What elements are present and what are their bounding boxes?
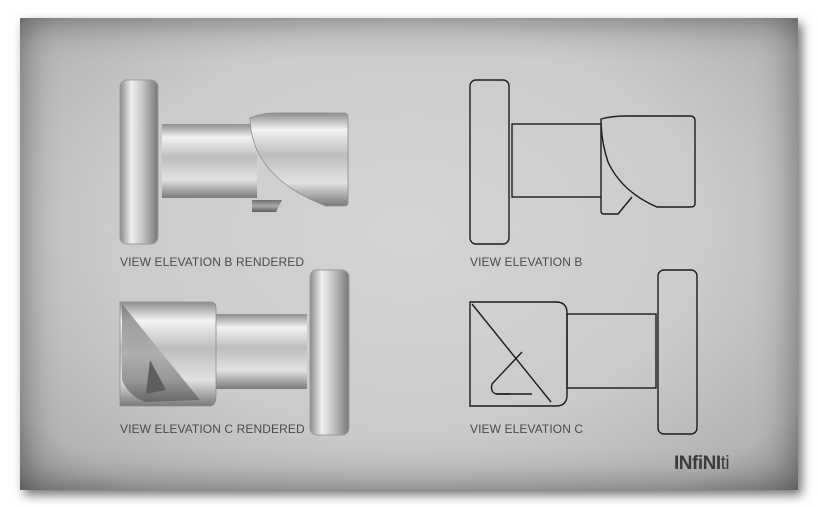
- logo-part-1: INfi: [674, 453, 703, 474]
- logo-part-2: NI: [702, 453, 722, 474]
- elevation-c-line: [469, 269, 698, 435]
- elevation-b-rendered: [119, 79, 349, 245]
- elevation-b-line: [469, 79, 696, 245]
- elevation-c-rendered: [119, 269, 350, 436]
- caption-elevation-c-rendered: VIEW ELEVATION C RENDERED: [120, 422, 305, 436]
- caption-elevation-b: VIEW ELEVATION B: [470, 255, 583, 269]
- caption-elevation-b-rendered: VIEW ELEVATION B RENDERED: [120, 255, 305, 269]
- logo-part-3: ti: [720, 453, 730, 474]
- brand-logo: INfiNIti: [674, 453, 730, 475]
- caption-elevation-c: VIEW ELEVATION C: [470, 422, 584, 436]
